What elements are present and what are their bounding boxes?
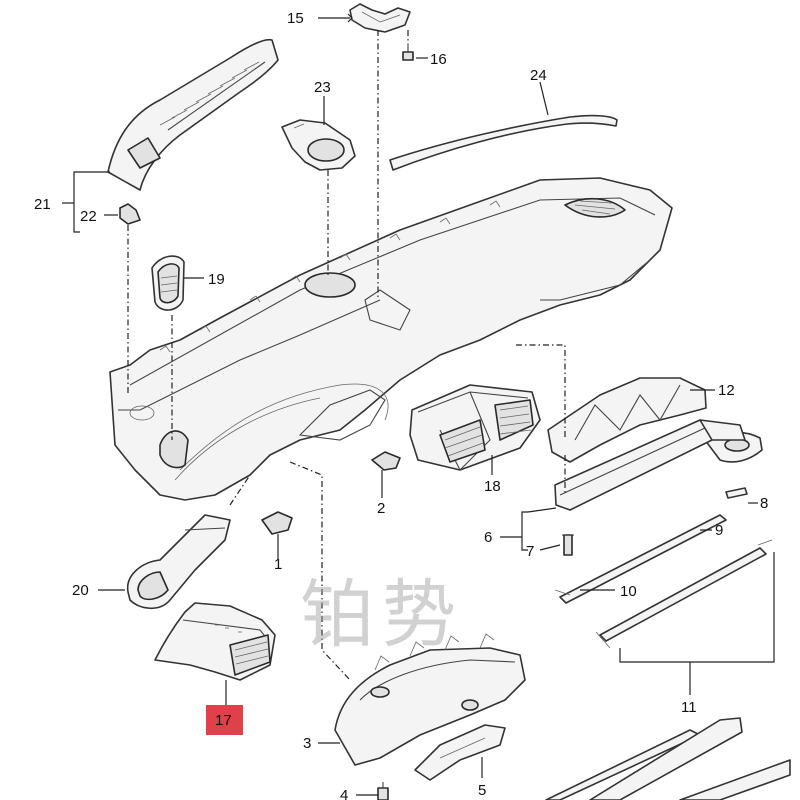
callout-18: 18	[484, 478, 501, 495]
part-11a-strip	[599, 547, 767, 642]
callout-3: 3	[303, 735, 311, 752]
callout-23: 23	[314, 79, 331, 96]
part-4-screw	[377, 782, 389, 800]
highlight-box	[206, 705, 243, 735]
part-9-strip	[559, 514, 727, 604]
callout-15: 15	[287, 10, 304, 27]
callout-labels: 15 16 23 24 21 22 19 12 18 2 8 9 6 7 1 2…	[34, 10, 768, 800]
dashboard-carrier	[109, 177, 673, 501]
callout-22: 22	[80, 208, 97, 225]
callout-17: 17	[215, 712, 232, 729]
leader-lines	[62, 13, 775, 796]
part-20-side-duct	[126, 514, 231, 610]
part-21-defroster-cover	[107, 38, 279, 191]
part-18-center-vent	[409, 384, 541, 471]
part-19-side-vent	[151, 255, 185, 311]
callout-12: 12	[718, 382, 735, 399]
callout-24: 24	[530, 67, 547, 84]
part-17-duct	[154, 602, 276, 681]
callout-21: 21	[34, 196, 51, 213]
callout-11: 11	[681, 699, 697, 716]
callout-4: 4	[340, 787, 348, 800]
part-5-bracket	[414, 724, 506, 781]
callout-9: 9	[715, 522, 723, 539]
part-3-cluster-housing	[334, 633, 526, 766]
callout-10: 10	[620, 583, 637, 600]
part-8-strip	[725, 487, 748, 499]
part-23-vent-housing	[281, 119, 356, 171]
callout-16: 16	[430, 51, 447, 68]
part-1-clip	[261, 511, 293, 535]
callout-17-highlight: 17	[206, 705, 243, 735]
callout-5: 5	[478, 782, 486, 799]
part-24-seal-strip	[389, 114, 618, 171]
callout-6: 6	[484, 529, 492, 546]
parts-strips	[545, 487, 791, 800]
part-22-clip	[119, 203, 141, 225]
callout-1: 1	[274, 556, 282, 573]
part-2-clip	[371, 451, 401, 471]
part-7-screw	[562, 534, 574, 556]
callout-7: 7	[526, 543, 534, 560]
callout-19: 19	[208, 271, 225, 288]
part-15-bracket	[349, 3, 411, 33]
callout-8: 8	[760, 495, 768, 512]
watermark: 铂势	[300, 572, 464, 658]
part-16-screw	[402, 44, 414, 61]
part-6-bracket	[554, 419, 746, 511]
part-12-cross-bracket	[547, 377, 763, 463]
callout-20: 20	[72, 582, 89, 599]
callout-2: 2	[377, 500, 385, 517]
